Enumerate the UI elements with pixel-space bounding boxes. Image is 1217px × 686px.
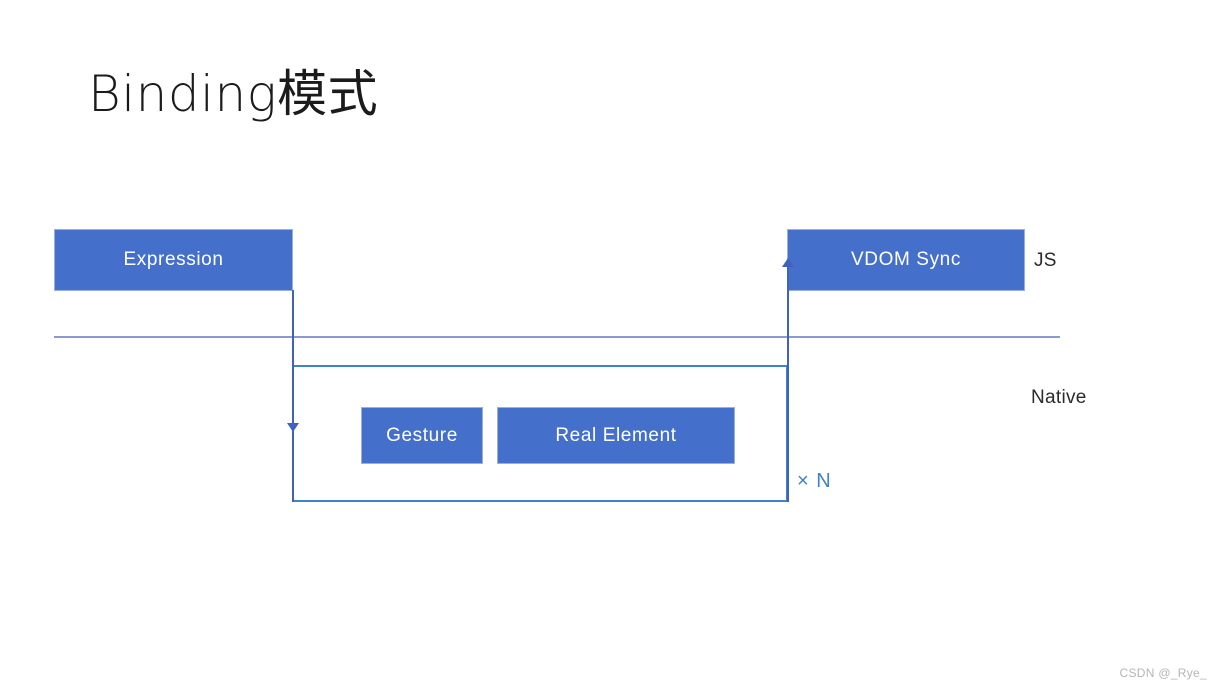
- diagram-box-vdom-sync: VDOM Sync: [787, 229, 1025, 291]
- repeat-count-label: × N: [797, 470, 832, 492]
- lane-label-native: Native: [1031, 387, 1087, 408]
- lane-divider: [54, 336, 1060, 338]
- page-title: Binding模式: [88, 65, 379, 123]
- diagram-box-real-element: Real Element: [497, 407, 735, 464]
- watermark: CSDN @_Rye_: [1119, 666, 1207, 680]
- lane-label-js: JS: [1034, 250, 1057, 271]
- diagram-box-expression: Expression: [54, 229, 293, 291]
- diagram-box-gesture: Gesture: [361, 407, 483, 464]
- arrow-down-icon: [287, 423, 299, 432]
- connector-group-to-vdom-sync: [787, 263, 789, 502]
- connector-expression-to-group: [292, 290, 294, 502]
- arrow-up-icon: [782, 258, 794, 267]
